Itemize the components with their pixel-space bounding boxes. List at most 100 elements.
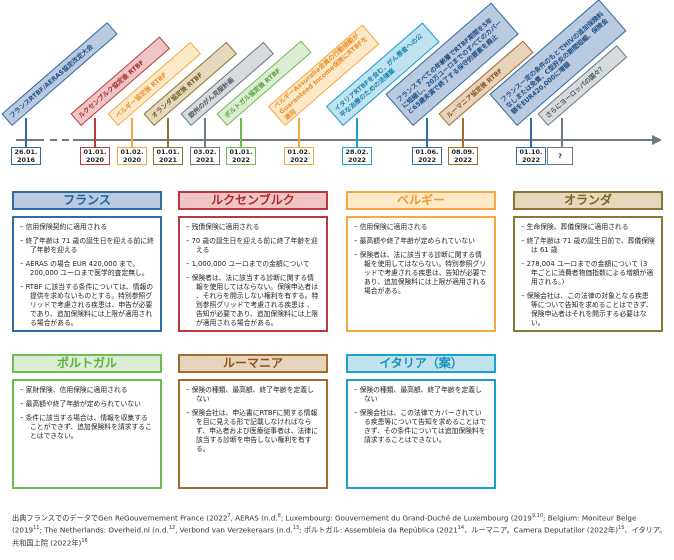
rule-item: – 278,004 ユーロまでの金額について (3 年ごとに消費者物価指数による… [521,260,655,287]
citation-ref: 15 [618,525,625,532]
rule-text: 70 歳の誕生日を迎える前に終了年齢を迎える [191,237,318,254]
rule-text: 終了年齢は 71 歳の誕生日を迎える前に終了年齢を迎える [25,237,154,254]
rule-text: 信用保険契約に適用される [25,223,108,231]
bullet-dash: – [354,409,360,417]
citation-ref: 16 [81,537,88,544]
citation-text: ; Belgium: Moniteur Belge (2019 [12,513,637,535]
event-date: 01.01. 2020 [80,147,110,165]
bullet-dash: – [521,223,527,231]
event-stem [356,118,358,148]
citation-ref: 8 [277,513,281,519]
bullet-dash: – [186,409,192,417]
bullet-dash: – [354,251,360,259]
bullet-dash: – [20,386,26,394]
citation-text: 、ルーマニア。Camera Deputatilor (2022年) [464,525,619,535]
citation-text: ; The Netherlands: Overheid.nl (n.d. [39,525,169,535]
rule-item: – 家財保険、信用保険に適用される [20,386,154,395]
bullet-dash: – [186,260,192,268]
rule-text: AERAS の場合 EUR 420,000 まで。200,000 ユーロまで医学… [25,260,149,277]
event-stem [462,118,464,148]
rule-text: 278,004 ユーロまでの金額について (3 年ごとに消費者物価指数による増額… [526,260,654,286]
bullet-dash: – [186,274,192,282]
country-header: ルーマニア [178,354,328,373]
citation-ref: 9,10 [531,513,544,519]
timeline-dash [50,139,57,141]
event-stem [204,118,206,148]
country-rules: – 家財保険、信用保険に適用される– 最高額や終了年齢が定められていない– 条件… [12,379,162,489]
rule-item: – 保険の種類、最高額、終了年齢を定義しない [354,386,488,404]
country-rules: – 生命保険、葬儀保険に適用される– 終了年齢は 71 歳の誕生日前で、葬儀保険… [513,216,663,332]
event-stem [240,118,242,148]
rule-item: – 終了年齢は 71 歳の誕生日を迎える前に終了年齢を迎える [20,237,154,255]
bullet-dash: – [186,237,192,245]
event-date: 01.01. 2022 [226,147,256,165]
timeline-axis [16,139,44,141]
country-header: ポルトガル [12,354,162,373]
rule-text: 終了年齢は 71 歳の誕生日前で、葬儀保険は 61 歳 [526,237,655,254]
event-stem [94,118,96,148]
citation-text: , AERAS (n.d. [230,513,278,523]
timeline-arrow-icon [652,135,662,145]
country-rules: – 信用保険に適用される– 最高額や終了年齢が定められていない– 保険者は、法に… [346,216,496,332]
rule-text: 信用保険に適用される [359,223,428,231]
rule-item: – 信用保険に適用される [354,223,488,232]
citation-ref: 13 [292,525,300,532]
citation-text: ; ポルトガル: Assembleia da República (2021 [299,525,458,535]
rule-item: – 保険会社は、申込書にRTBFに関する情報を目に見える形で記載しなければならず… [186,409,320,454]
rule-item: – 保険の種類、最高額、終了年齢を定義しない [186,386,320,404]
country-header: ルクセンブルク [178,191,328,210]
bullet-dash: – [354,223,360,231]
country-header: イタリア（案） [346,354,496,373]
event-date: ? [547,147,573,165]
event-date: 03.02. 2021 [190,147,220,165]
rule-text: 生命保険、葬儀保険に適用される [526,223,629,231]
rule-text: 家財保険、信用保険に適用される [25,386,128,394]
citation-text: 出典フランスでのデータでGen ReGouvernement France (2… [12,513,228,523]
country-header: オランダ [513,191,663,210]
event-date: 26.01. 2016 [11,147,41,165]
event-label: フランスRTBF/AERAS協定改定大会 [1,22,118,126]
bullet-dash: – [521,260,527,268]
rule-text: 最高額や終了年齢が定められていない [25,400,141,408]
rule-item: – 最高額や終了年齢が定められていない [20,400,154,409]
rule-item: – 条件に該当する場合は、情報を収集することができず、追加保険料を請求することは… [20,414,154,441]
rule-item: – 生命保険、葬儀保険に適用される [521,223,655,232]
event-date: 28.02. 2022 [342,147,372,165]
bullet-dash: – [354,386,360,394]
country-header: ベルギー [346,191,496,210]
event-stem [561,118,563,148]
bullet-dash: – [186,223,192,231]
source-footnote: 出典フランスでのデータでGen ReGouvernement France (2… [12,511,667,548]
bullet-dash: – [521,292,527,300]
event-date: 01.01. 2021 [153,147,183,165]
rule-item: – 信用保険契約に適用される [20,223,154,232]
bullet-dash: – [20,223,26,231]
rule-item: – 保険者は、法に該当する診断に関する情報を使用してはならない。保険申込者は 、… [186,274,320,328]
rule-item: – RTBF に該当する条件については、情報の提供を求めないものとする。特別参照… [20,283,154,328]
event-date: 01.06. 2022 [412,147,442,165]
country-rules: – 保険の種類、最高額、終了年齢を定義しない – 保険会社は、申込書にRTBFに関… [178,379,328,489]
rule-item: – AERAS の場合 EUR 420,000 まで。200,000 ユーロまで… [20,260,154,278]
rule-text: 残債保険に適用される [191,223,260,231]
rule-item: – 1,000,000 ユーロまでの金額について [186,260,320,269]
rule-text: 保険者は、法に該当する診断に関する情報を使用してはならない。特別参照グリッドで考… [359,251,487,295]
event-date: 01.02. 2022 [284,147,314,165]
country-rules: – 残債保険に適用される– 70 歳の誕生日を迎える前に終了年齢を迎える– 1,… [178,216,328,332]
rule-item: – 最高額や終了年齢が定められていない [354,237,488,246]
event-date: 08.09. 2022 [448,147,478,165]
citation-text: , Verbond van Verzekeraars (n.d. [175,525,293,535]
event-stem [426,118,428,148]
rule-text: 1,000,000 ユーロまでの金額について [191,260,310,268]
bullet-dash: – [354,237,360,245]
rule-item: – 保険者は、法に該当する診断に関する情報を使用してはならない。特別参照グリッド… [354,251,488,296]
event-stem [25,118,27,148]
timeline-axis [73,139,655,141]
rule-item: – 終了年齢は 71 歳の誕生日前で、葬儀保険は 61 歳 [521,237,655,255]
citation-ref: 12 [168,525,176,532]
event-date: 01.10. 2022 [516,147,546,165]
bullet-dash: – [20,400,26,408]
bullet-dash: – [20,283,26,291]
country-rules: – 保険の種類、最高額、終了年齢を定義しない– 保険会社は、この法律でカバーされ… [346,379,496,489]
rule-text: RTBF に該当する条件については、情報の提供を求めないものとする。特別参照グリ… [25,283,154,327]
citation-text: ; Luxembourg: Gouvernement du Grand-Duch… [280,513,532,523]
